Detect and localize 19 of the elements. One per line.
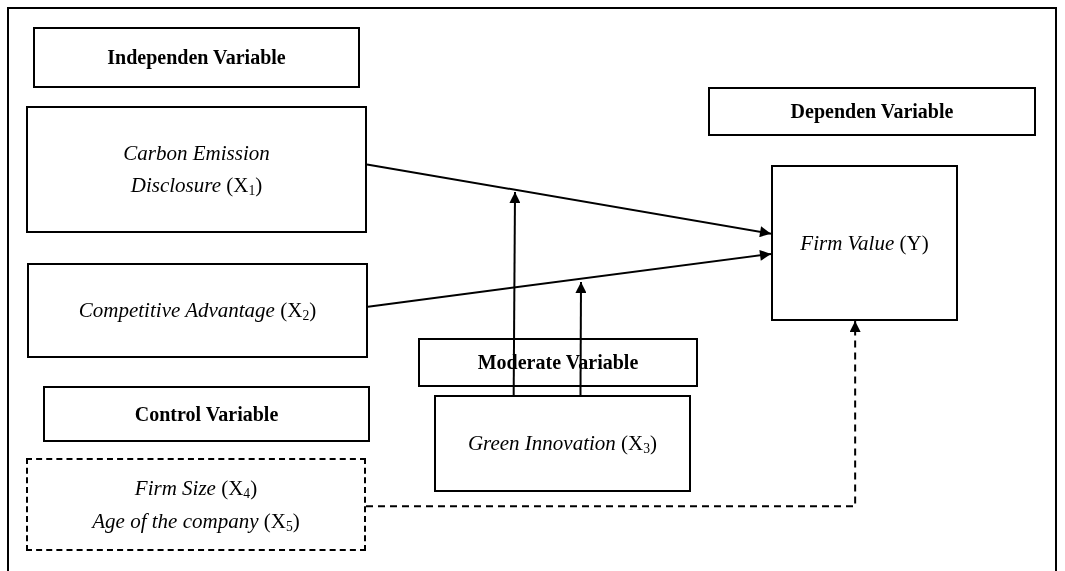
heading-box [33, 27, 360, 88]
variable-box [771, 165, 958, 321]
arrow [575, 281, 587, 396]
arrow [367, 249, 772, 308]
heading-box [708, 87, 1036, 136]
variable-box [26, 106, 367, 233]
dashed-arrow [365, 320, 861, 508]
variable-box [27, 263, 368, 358]
variable-label: Competitive Advantage (X$_{2}$) [78, 297, 317, 326]
variable-label: Firm Size (X$_{4}$) [134, 474, 258, 504]
variable-label: Age of the company (X$_{5}$) [92, 507, 300, 536]
variable-box [434, 395, 691, 492]
arrow [366, 163, 772, 238]
heading-box [43, 386, 370, 442]
variable-box [26, 458, 366, 551]
arrow [509, 191, 521, 396]
variable-label: Green Innovation (X$_{3}$) [467, 430, 658, 459]
variable-label: Carbon Emission Disclosure (X$_{1}$) [122, 139, 271, 201]
variable-label: Firm Value (Y) [800, 229, 929, 257]
